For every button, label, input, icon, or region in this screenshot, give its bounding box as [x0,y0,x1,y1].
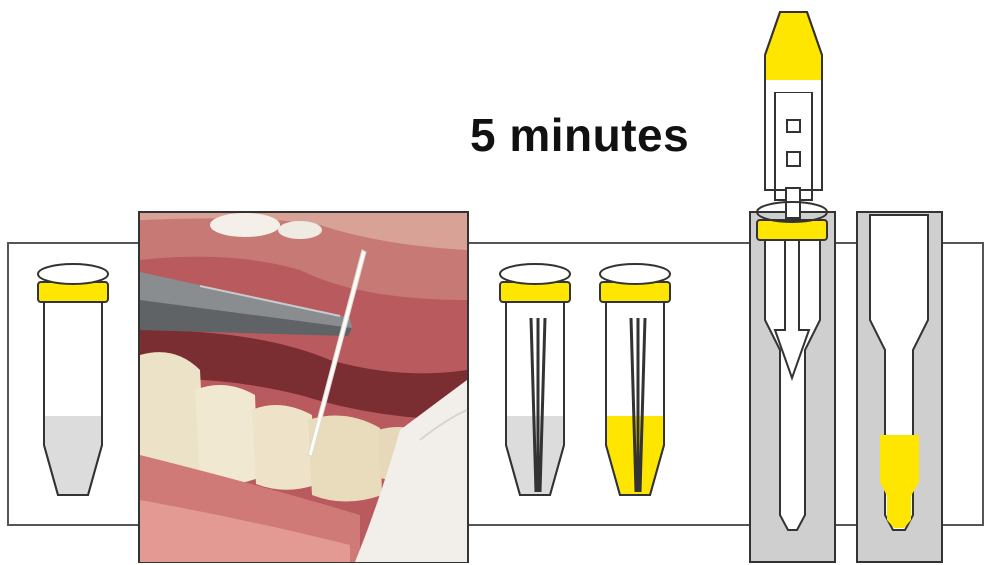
paper-point-sampling-photo [139,212,468,562]
tube-3-paper-points-clear [500,264,570,495]
holder-5-with-test-strip [750,12,835,562]
tube-4-paper-points-yellow [600,264,670,495]
duration-label: 5 minutes [470,108,689,162]
tube-1-buffer [38,264,108,495]
holder-6-yellow-result [857,212,942,562]
